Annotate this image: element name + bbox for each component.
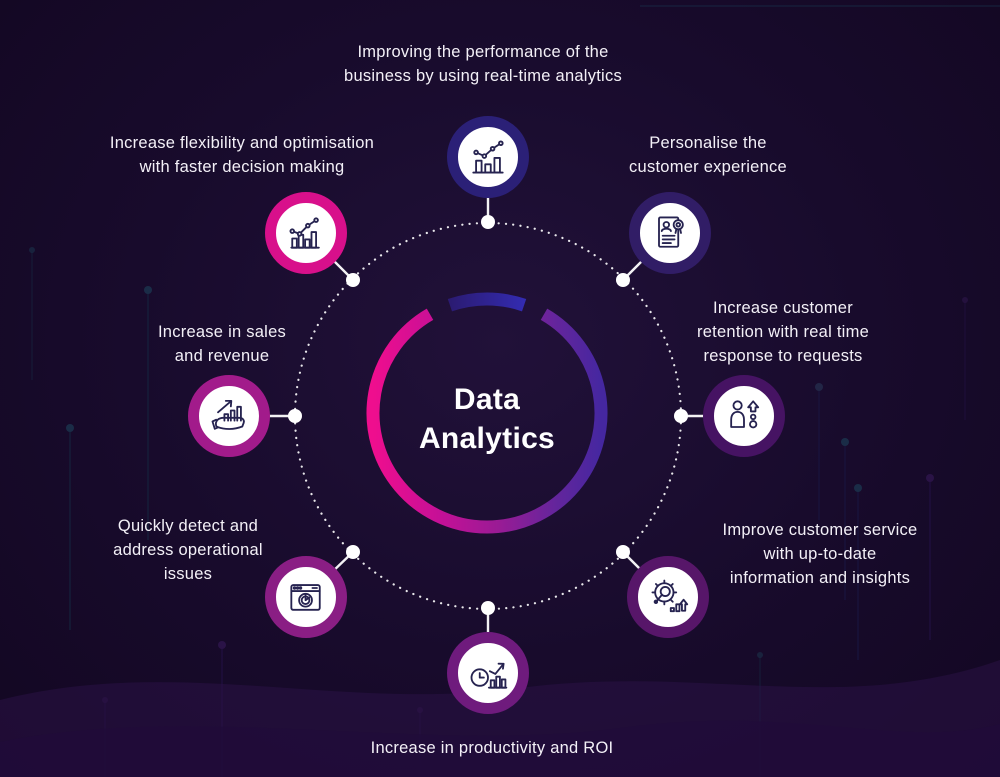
node-badge-sales [188, 375, 270, 457]
node-badge-flexibility [265, 192, 347, 274]
node-label-retention: Increase customer retention with real ti… [697, 299, 869, 365]
connector-dots [288, 215, 688, 615]
center-hub: Data Analytics [357, 283, 617, 543]
personalised-document-icon [658, 216, 684, 248]
node-badge-operations [265, 556, 347, 638]
node-label-operations: Quickly detect and address operational i… [113, 517, 263, 583]
productivity-clock-icon [470, 662, 508, 689]
node-badge-performance [447, 116, 529, 198]
node-label-customer-service: Improve customer service with up-to-date… [722, 521, 918, 587]
operations-dashboard-icon [290, 584, 321, 611]
node-badge-productivity [447, 632, 529, 714]
node-label-productivity: Increase in productivity and ROI [370, 739, 614, 757]
node-label-performance: Improving the performance of the busines… [344, 43, 622, 85]
node-badge-customer-service [627, 556, 709, 638]
background-wave [0, 720, 1000, 777]
sales-growth-hand-icon [211, 399, 245, 430]
node-label-sales: Increase in sales and revenue [157, 323, 287, 365]
node-badge-retention [703, 375, 785, 457]
bar-chart-trend-icon [472, 140, 504, 174]
customer-retention-icon [730, 400, 760, 429]
node-label-flexibility: Increase flexibility and optimisation wi… [109, 134, 375, 176]
customer-service-gear-icon [651, 579, 689, 613]
node-badge-personalise [629, 192, 711, 274]
center-title: Data Analytics [418, 383, 556, 455]
node-label-personalise: Personalise the customer experience [629, 134, 787, 176]
decision-chart-icon [289, 217, 320, 249]
center-ring [366, 292, 608, 534]
